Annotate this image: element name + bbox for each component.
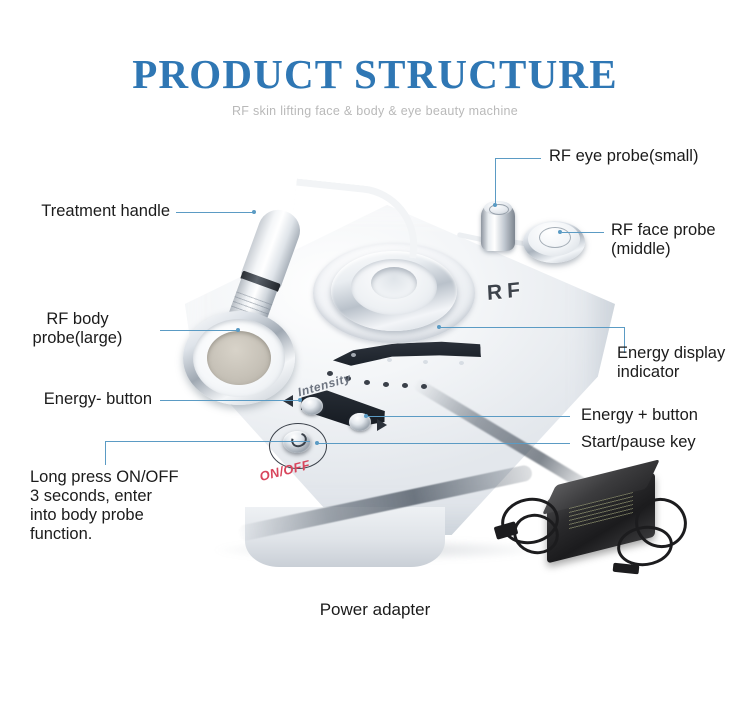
rf-beauty-machine-illustration: RF Intensity [175, 178, 625, 567]
led-tick [351, 353, 356, 357]
led-tick [387, 358, 392, 362]
leader-energy-display-h [440, 327, 625, 328]
leader-rf-body-probe [160, 330, 238, 331]
onoff-button-outline [269, 423, 327, 469]
leader-energy-plus [366, 416, 570, 417]
label-rf-body-probe-line2: probe(large) [32, 329, 123, 347]
led-indicator-dot [327, 371, 333, 376]
leader-dot-treatment-handle [252, 210, 256, 214]
page-subtitle: RF skin lifting face & body & eye beauty… [231, 104, 519, 118]
leader-start-pause [318, 443, 570, 444]
energy-plus-arrow-icon [377, 419, 387, 431]
label-rf-face-probe-line1: RF face probe [611, 221, 716, 239]
label-start-pause-key: Start/pause key [581, 433, 696, 451]
leader-dot-energy-display [437, 325, 441, 329]
energy-display-indicator-hole [371, 267, 417, 299]
label-rf-body-probe-line1: RF body [46, 310, 109, 328]
leader-rf-eye-probe-h [495, 158, 541, 159]
led-tick [459, 361, 464, 365]
leader-long-press-h [105, 441, 310, 442]
power-adapter-illustration [493, 459, 695, 590]
led-indicator-dot [383, 382, 389, 387]
label-rf-face-probe-line2: (middle) [611, 240, 671, 258]
rf-body-probe-face [207, 331, 271, 385]
led-indicator-dot [402, 383, 408, 388]
leader-dot-energy-plus [364, 414, 368, 418]
label-energy-plus-button: Energy + button [581, 406, 698, 424]
label-long-press-line4: function. [30, 525, 93, 543]
page-title: PRODUCT STRUCTURE [132, 51, 618, 97]
power-adapter-label: Power adapter [319, 600, 431, 619]
leader-dot-start-pause [315, 441, 319, 445]
led-tick [423, 360, 428, 364]
label-long-press-line2: 3 seconds, enter [30, 487, 152, 505]
leader-dot-energy-minus [298, 398, 302, 402]
leader-rf-face-probe [562, 232, 604, 233]
label-energy-display-line1: Energy display [617, 344, 726, 362]
led-indicator-dot [421, 384, 427, 389]
leader-treatment-handle [176, 212, 254, 213]
energy-minus-button[interactable] [301, 397, 323, 415]
label-energy-minus-button: Energy- button [43, 390, 152, 408]
rf-logo: RF [486, 278, 526, 305]
label-rf-eye-probe: RF eye probe(small) [549, 147, 699, 165]
leader-dot-rf-eye-probe [493, 203, 497, 207]
leader-dot-rf-body-probe [236, 328, 240, 332]
handle-cable [289, 178, 424, 259]
led-indicator-dot [364, 380, 370, 385]
leader-rf-eye-probe-v [495, 158, 496, 206]
label-energy-display-line2: indicator [617, 363, 680, 381]
label-long-press-line3: into body probe [30, 506, 144, 524]
start-pause-key[interactable] [283, 431, 311, 453]
rf-face-probe-ring [539, 227, 571, 248]
energy-minus-arrow-icon [283, 395, 293, 407]
leader-energy-minus [160, 400, 300, 401]
leader-dot-rf-face-probe [558, 230, 562, 234]
label-treatment-handle: Treatment handle [41, 202, 170, 220]
rf-eye-probe-ring [489, 204, 509, 215]
led-indicator-dot [345, 376, 351, 381]
label-long-press-line1: Long press ON/OFF [30, 468, 179, 486]
adapter-dc-plug [612, 562, 640, 575]
leader-energy-display-v [624, 327, 625, 353]
leader-long-press-v [105, 441, 106, 465]
